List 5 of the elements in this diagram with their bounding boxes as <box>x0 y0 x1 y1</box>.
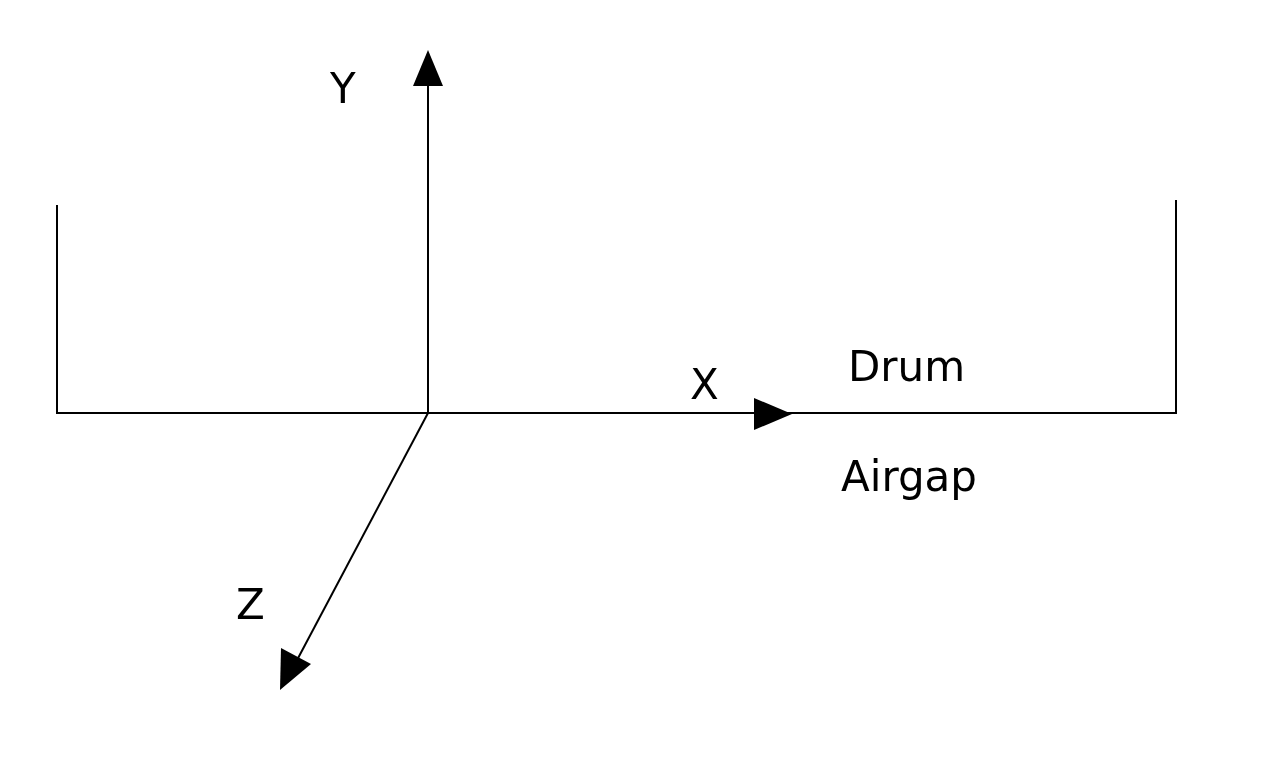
axis-label: Z <box>236 584 265 626</box>
axis-label: Y <box>330 68 356 110</box>
region-label: Airgap <box>841 456 977 498</box>
region-label: Drum <box>848 346 966 388</box>
axis-label: X <box>690 364 719 406</box>
